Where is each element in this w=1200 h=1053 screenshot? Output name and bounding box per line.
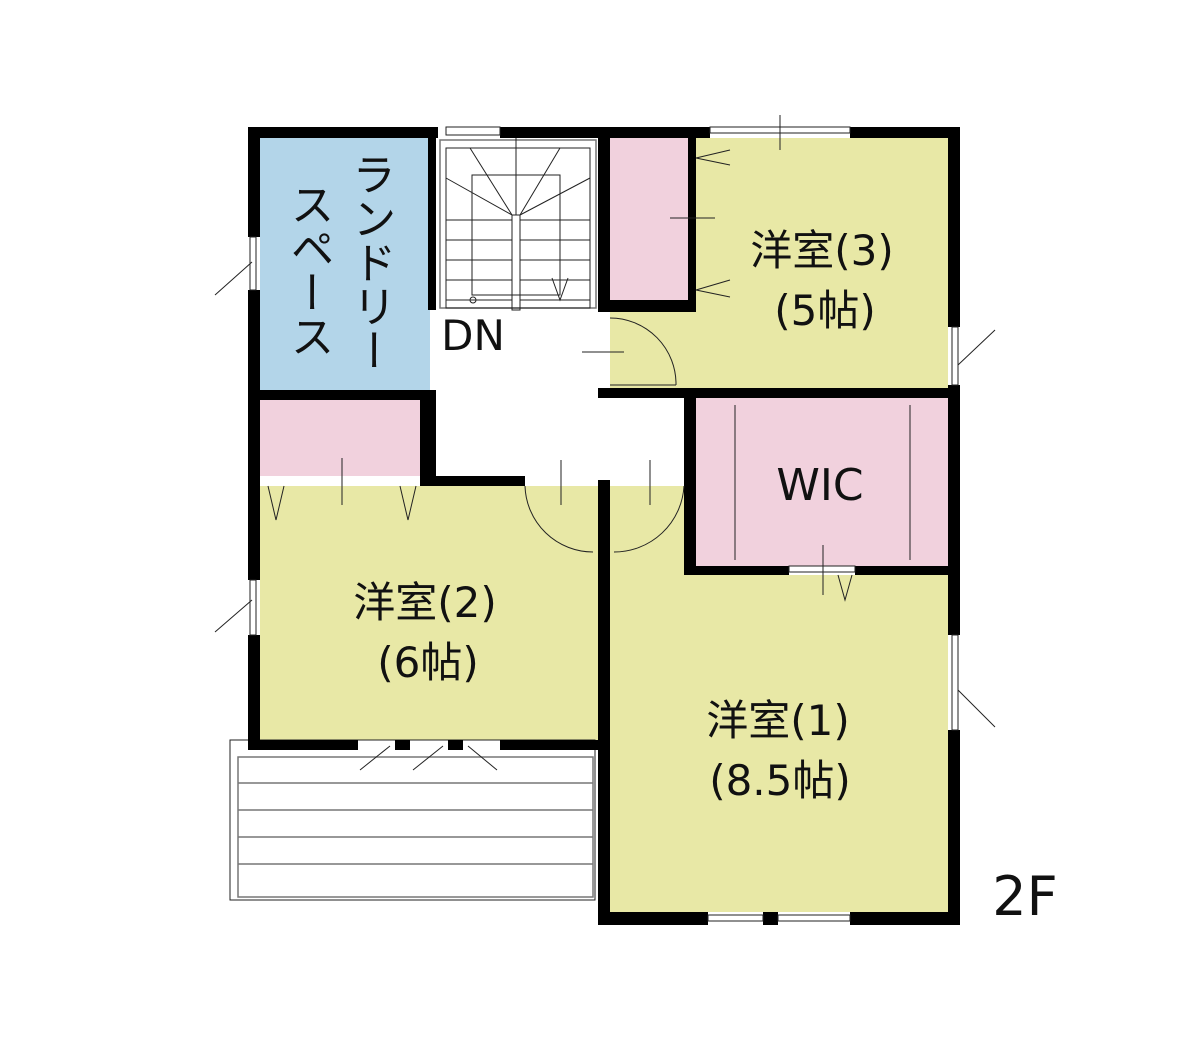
walls xyxy=(248,127,960,925)
laundry-space xyxy=(260,138,430,390)
laundry-label-line1: ランドリー xyxy=(345,152,396,372)
door-swings xyxy=(267,149,911,602)
room-3 xyxy=(696,138,948,390)
room-1-name: 洋室(1) xyxy=(706,696,850,745)
room-1-size: (8.5帖) xyxy=(709,756,851,805)
wic-label: WIC xyxy=(776,460,863,511)
room-2-size: (6帖) xyxy=(377,638,479,687)
room-3-entry xyxy=(610,312,696,390)
room-3-size: (5帖) xyxy=(774,286,876,335)
room-2-name: 洋室(2) xyxy=(353,578,497,627)
room-1-entry xyxy=(610,486,684,575)
stairs-dn-label: DN xyxy=(441,311,505,360)
room-2 xyxy=(260,486,600,740)
room-3-name: 洋室(3) xyxy=(750,226,894,275)
closet-room-2 xyxy=(260,400,420,476)
wic xyxy=(696,398,948,566)
closet-room-3 xyxy=(610,138,688,300)
balcony xyxy=(229,739,596,901)
room-1 xyxy=(610,575,948,912)
staircase xyxy=(439,138,597,311)
laundry-label-line2: スペース xyxy=(283,182,334,358)
windows xyxy=(214,115,996,922)
floor-label: 2F xyxy=(992,865,1057,928)
